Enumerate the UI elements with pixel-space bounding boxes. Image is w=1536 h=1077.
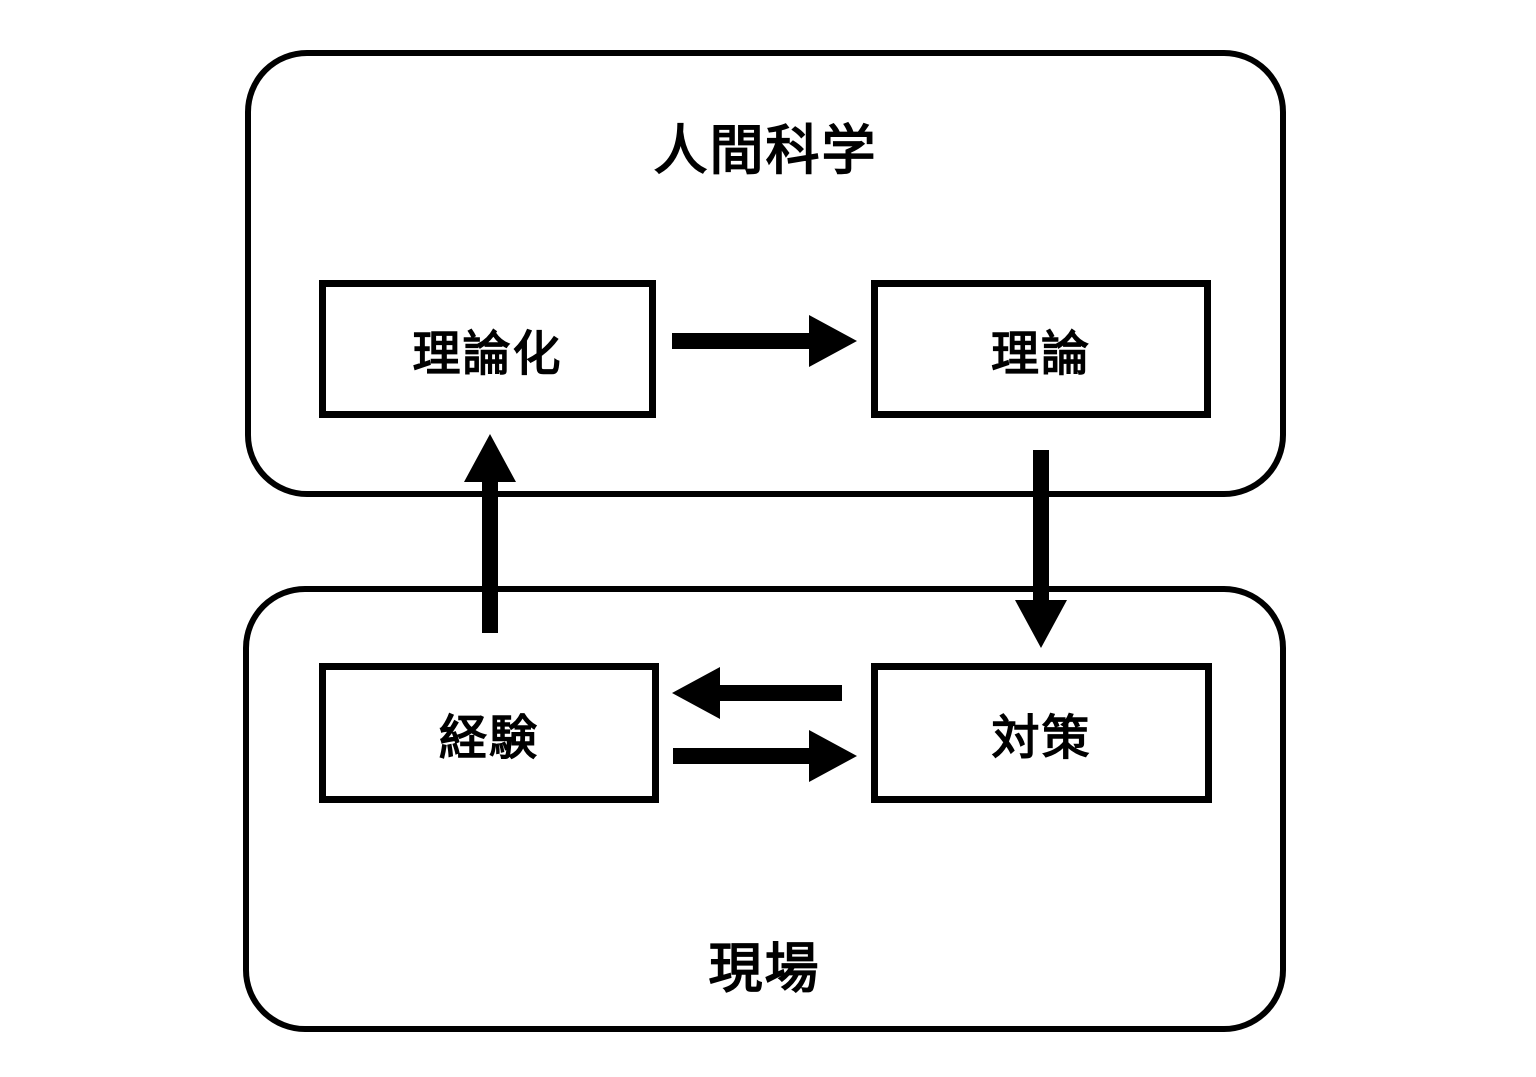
- node-experience: 経験: [319, 663, 659, 803]
- node-theory-label: 理論: [990, 328, 1091, 381]
- node-countermeasures: 対策: [871, 663, 1212, 803]
- container-field: [243, 586, 1286, 1032]
- node-theorization: 理論化: [319, 280, 656, 418]
- node-experience-label: 経験: [438, 712, 539, 765]
- container-label-field: 現場: [708, 939, 821, 999]
- container-label-human-science: 人間科学: [653, 121, 878, 181]
- node-theory: 理論: [871, 280, 1211, 418]
- container-human-science: [245, 50, 1286, 497]
- node-countermeasures-label: 対策: [991, 712, 1092, 765]
- node-theorization-label: 理論化: [412, 328, 563, 381]
